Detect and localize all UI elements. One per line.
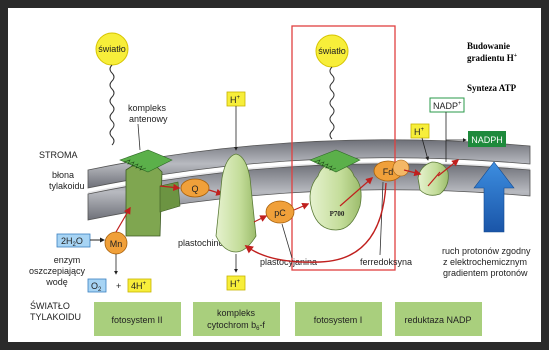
svg-text:światło: światło	[98, 44, 126, 54]
svg-text:fotosystem I: fotosystem I	[314, 315, 363, 325]
proton-flow-label: gradientem protonów	[443, 268, 528, 278]
enzyme-label: enzym	[54, 255, 81, 265]
membrane-label: tylakoidu	[49, 181, 85, 191]
lumen-label: TYLAKOIDU	[30, 312, 81, 322]
membrane-label: błona	[52, 170, 74, 180]
light-bulb-icon: światło	[316, 35, 348, 139]
lumen-label: ŚWIATŁO	[30, 300, 70, 311]
svg-text:Mn: Mn	[110, 239, 123, 249]
bottom-legend: fotosystem II kompleks cytochrom b6-f fo…	[94, 302, 482, 336]
svg-text:światło: światło	[318, 46, 346, 56]
svg-text:Q: Q	[191, 184, 198, 194]
proton-flow-label: ruch protonów zgodny	[442, 246, 531, 256]
svg-text:pC: pC	[274, 208, 286, 218]
enzyme-label: wodę	[45, 277, 68, 287]
enzyme-label: oszczepiający	[29, 266, 86, 276]
photosystem-i: P700	[310, 150, 361, 230]
svg-text:gradientu H+: gradientu H+	[467, 53, 518, 63]
svg-text:fotosystem II: fotosystem II	[111, 315, 162, 325]
svg-text:reduktaza NADP: reduktaza NADP	[404, 315, 471, 325]
stroma-label: STROMA	[39, 150, 78, 160]
ferredoxin-label: ferredoksyna	[360, 257, 412, 267]
svg-text:Fd: Fd	[383, 167, 394, 177]
svg-text:kompleks: kompleks	[217, 308, 256, 318]
svg-text:P700: P700	[330, 210, 345, 218]
svg-text:NADP+: NADP+	[433, 101, 462, 111]
svg-text:+: +	[116, 281, 121, 291]
svg-text:NADPH: NADPH	[471, 135, 503, 145]
proton-flow-label: z elektrochemicznym	[443, 257, 527, 267]
antenna-label: kompleks	[128, 103, 167, 113]
side-notes: Budowanie gradientu H+ Synteza ATP	[467, 41, 518, 93]
antenna-label: antenowy	[129, 114, 168, 124]
light-bulb-icon: światło	[96, 33, 128, 145]
svg-text:Budowanie: Budowanie	[467, 41, 510, 51]
svg-text:Synteza ATP: Synteza ATP	[467, 83, 517, 93]
